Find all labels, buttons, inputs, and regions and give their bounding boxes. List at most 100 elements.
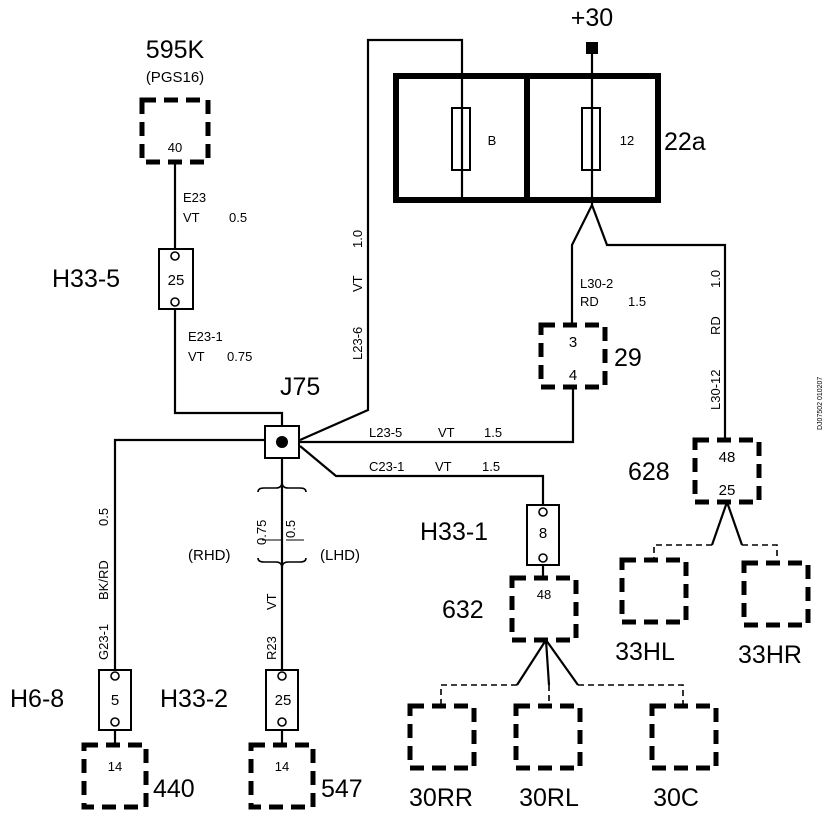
connector-547-pin: 14 bbox=[275, 759, 289, 774]
wire-e23-color: VT bbox=[183, 210, 200, 225]
inline-h6-8-name: H6-8 bbox=[10, 685, 64, 713]
connector-632-name: 632 bbox=[442, 596, 484, 624]
wire-r23-color: VT bbox=[264, 593, 279, 610]
connector-547: 14 547 bbox=[248, 742, 363, 810]
connector-547-box bbox=[248, 742, 316, 810]
wire-g23-1-id: G23-1 bbox=[96, 624, 111, 660]
doc-code: DJ07502 010207 bbox=[817, 377, 824, 430]
connector-632: 48 632 bbox=[442, 575, 579, 643]
wire-c23-1-id: C23-1 bbox=[369, 459, 404, 474]
connector-33hl-box bbox=[619, 557, 689, 625]
connector-440-name: 440 bbox=[153, 775, 195, 803]
inline-h33-5: 25 H33-5 bbox=[52, 248, 194, 310]
fuse-12-label: 12 bbox=[620, 133, 634, 148]
wire-l30-2-id: L30-2 bbox=[580, 276, 613, 291]
connector-547-name: 547 bbox=[321, 775, 363, 803]
wire-r23-lhd-label: (LHD) bbox=[320, 547, 360, 564]
fuse-b-label: B bbox=[488, 133, 497, 148]
wire-g23-1 bbox=[113, 438, 265, 670]
connector-33hl: 33HL bbox=[615, 557, 689, 666]
connector-33hr-name: 33HR bbox=[738, 641, 802, 669]
inline-h33-2-pin-bottom bbox=[277, 717, 287, 727]
inline-h6-8-pin-top bbox=[110, 671, 120, 681]
connector-632-pin: 48 bbox=[537, 587, 551, 602]
inline-h33-1: 8 H33-1 bbox=[420, 504, 560, 566]
wire-g23-1-color: BK/RD bbox=[96, 560, 111, 600]
wire-l23-6-id: L23-6 bbox=[350, 327, 365, 360]
inline-h33-1-pin-top bbox=[538, 507, 548, 517]
inline-h33-5-pin-top bbox=[170, 251, 180, 261]
connector-30rl-box bbox=[513, 703, 583, 771]
inline-h33-1-pin-bottom bbox=[538, 553, 548, 563]
inline-h6-8: 5 H6-8 bbox=[10, 669, 132, 731]
dashed-to-30rr bbox=[440, 684, 517, 705]
connector-29-pin-top: 3 bbox=[569, 334, 577, 351]
supply-terminal bbox=[586, 42, 598, 54]
wire-l30-12 bbox=[590, 204, 727, 440]
inline-h33-2-pin: 25 bbox=[275, 692, 292, 709]
connector-30rr-name: 30RR bbox=[409, 784, 473, 812]
wire-e23-1 bbox=[173, 309, 284, 428]
connector-30c: 30C bbox=[649, 703, 719, 812]
inline-h6-8-pin-bottom bbox=[110, 717, 120, 727]
wire-l30-2-color: RD bbox=[580, 294, 599, 309]
wire-c23-1-color: VT bbox=[435, 459, 452, 474]
fusebox-22a: B 12 22a bbox=[393, 73, 706, 203]
wire-e23-id: E23 bbox=[183, 190, 206, 205]
connector-29-pin-bottom: 4 bbox=[569, 367, 577, 384]
wire-l30-12-size: 1.0 bbox=[708, 270, 723, 288]
splice-j75-name: J75 bbox=[280, 373, 320, 401]
wire-r23-size-rhd: 0.75 bbox=[254, 520, 269, 545]
splice-j75-node bbox=[276, 436, 288, 448]
inline-h33-2-name: H33-2 bbox=[160, 685, 228, 713]
connector-628-pin-bottom: 25 bbox=[719, 482, 736, 499]
wire-l30-2 bbox=[570, 204, 593, 325]
connector-33hr-box bbox=[741, 560, 811, 628]
connector-30rl: 30RL bbox=[513, 703, 583, 812]
wire-l23-6-color: VT bbox=[350, 275, 365, 292]
branch-628-right bbox=[725, 501, 744, 546]
wire-l23-5-color: VT bbox=[438, 425, 455, 440]
wire-l23-6-size: 1.0 bbox=[350, 230, 365, 248]
branch-632-right bbox=[545, 639, 579, 686]
connector-30c-name: 30C bbox=[653, 784, 699, 812]
connector-595k-sub: (PGS16) bbox=[146, 69, 204, 86]
supply-label: +30 bbox=[571, 4, 613, 32]
wire-e23-1-id: E23-1 bbox=[188, 329, 223, 344]
wire-c23-1 bbox=[299, 445, 545, 505]
wire-l23-5-size: 1.5 bbox=[484, 425, 502, 440]
wire-e23-size: 0.5 bbox=[229, 210, 247, 225]
inline-h33-2-pin-top bbox=[277, 671, 287, 681]
brace-bottom bbox=[257, 557, 307, 569]
connector-595k-name: 595K bbox=[146, 36, 205, 64]
fusebox-name: 22a bbox=[664, 128, 706, 156]
inline-h33-5-pin: 25 bbox=[168, 272, 185, 289]
connector-595k-pin: 40 bbox=[168, 140, 182, 155]
connector-29: 3 4 29 bbox=[538, 322, 642, 390]
branch-628-left bbox=[710, 501, 729, 546]
wire-c23-1-size: 1.5 bbox=[482, 459, 500, 474]
wire-l23-5 bbox=[300, 387, 575, 444]
splice-j75: J75 bbox=[264, 373, 320, 459]
connector-632-box bbox=[509, 575, 579, 643]
inline-h33-5-name: H33-5 bbox=[52, 265, 120, 293]
inline-h33-2: 25 H33-2 bbox=[160, 669, 299, 731]
inline-h33-5-pin-bottom bbox=[170, 297, 180, 307]
connector-440-pin: 14 bbox=[108, 759, 122, 774]
dashed-to-33hl bbox=[653, 544, 712, 560]
connector-33hl-name: 33HL bbox=[615, 638, 675, 666]
dashed-to-33hr bbox=[742, 544, 778, 560]
dashed-to-30c bbox=[578, 684, 684, 705]
wire-e23-1-size: 0.75 bbox=[227, 349, 252, 364]
connector-30rr: 30RR bbox=[407, 703, 477, 812]
connector-30rl-name: 30RL bbox=[519, 784, 579, 812]
inline-h6-8-pin: 5 bbox=[111, 692, 119, 709]
wire-l23-5-id: L23-5 bbox=[369, 425, 402, 440]
wire-r23-rhd-label: (RHD) bbox=[188, 547, 231, 564]
connector-440-box bbox=[81, 742, 149, 810]
inline-h33-1-name: H33-1 bbox=[420, 518, 488, 546]
wire-r23-size-lhd: 0.5 bbox=[283, 520, 298, 538]
connector-30rr-box bbox=[407, 703, 477, 771]
wire-g23-1-size: 0.5 bbox=[96, 508, 111, 526]
